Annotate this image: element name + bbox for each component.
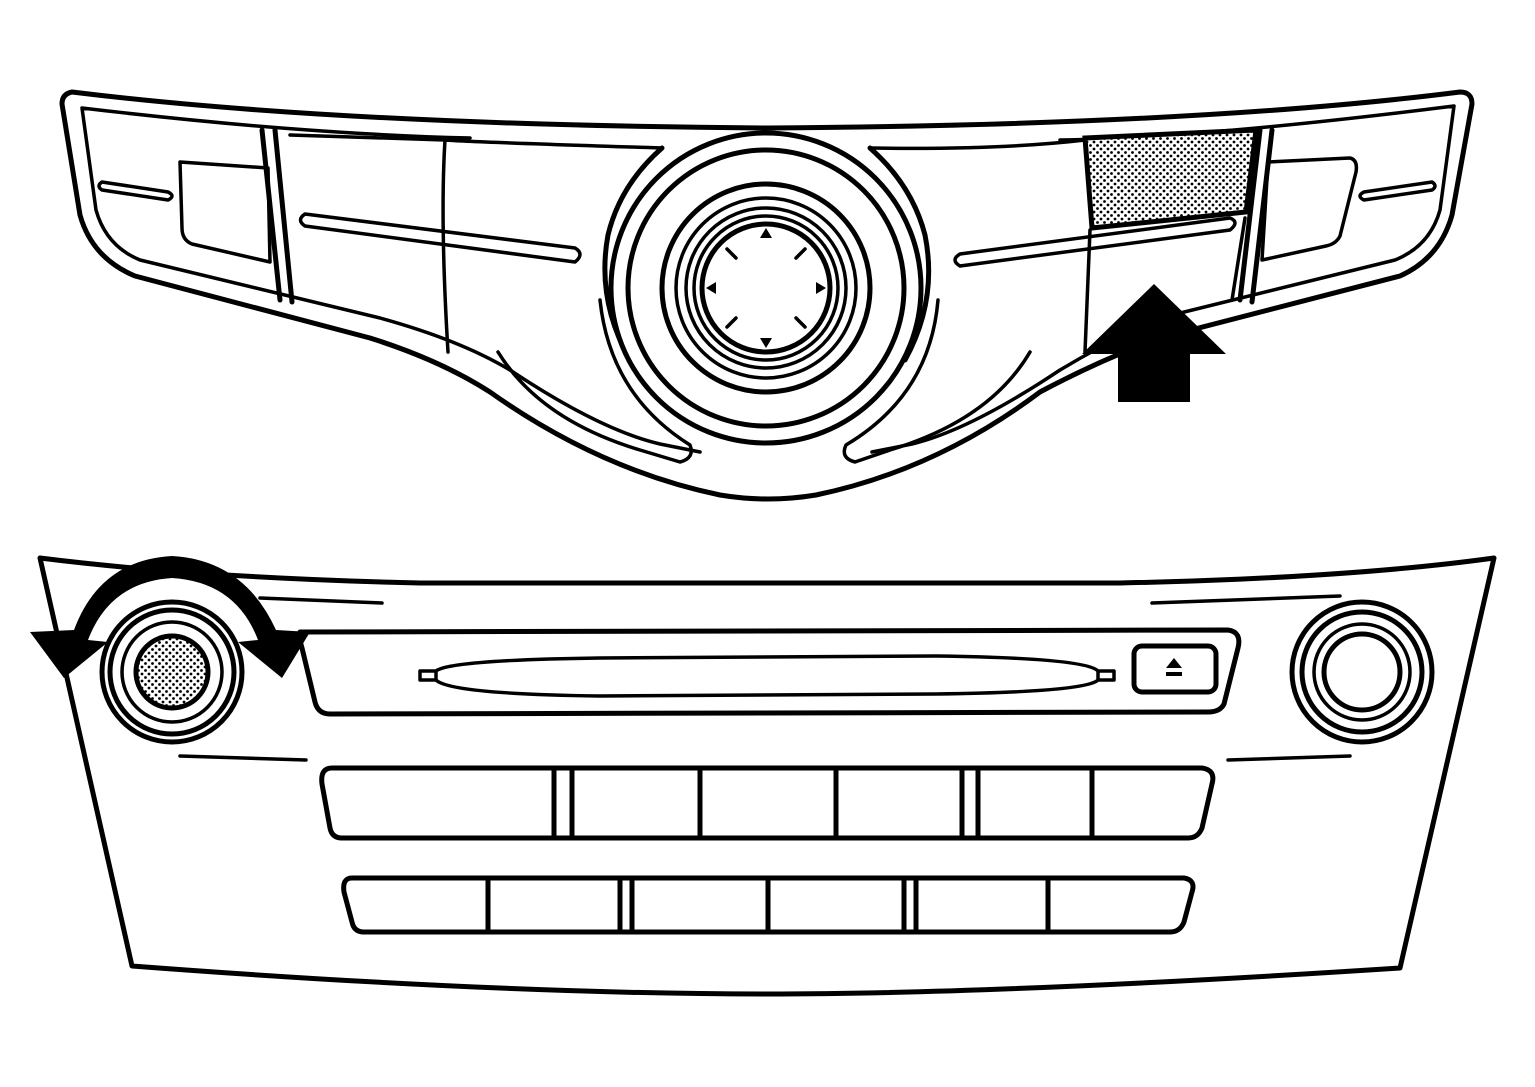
lower-top-accent-left	[258, 596, 384, 605]
dial-ring-4	[674, 196, 858, 380]
left-small-button	[178, 160, 272, 264]
upper-button-row-frame	[319, 765, 1216, 841]
dial-down-mark-icon	[760, 338, 772, 348]
lower-button-2[interactable]	[490, 880, 618, 930]
dial-ring-6	[692, 214, 840, 362]
right-lower-arc	[842, 298, 1032, 464]
dial-center-button[interactable]	[699, 221, 833, 355]
upper-control-panel	[59, 89, 1475, 502]
dial-ring-5	[684, 206, 848, 370]
upper-button-3[interactable]	[702, 770, 834, 836]
highlighted-upper-right-button[interactable]	[1082, 127, 1259, 231]
left-knob[interactable]	[99, 599, 245, 745]
lower-button-1[interactable]	[350, 880, 486, 930]
lower-mid-accent-left	[178, 754, 308, 762]
left-lower-arc	[496, 298, 693, 464]
lower-button-4[interactable]	[770, 880, 902, 930]
dial-ring-3	[659, 181, 873, 395]
right-divider	[1237, 127, 1275, 305]
lower-button-5[interactable]	[918, 880, 1046, 930]
upper-button-6[interactable]	[1094, 770, 1202, 836]
eject-button[interactable]	[1131, 643, 1219, 695]
rotate-arrow-icon	[30, 556, 310, 678]
lower-panel-outer-frame	[37, 555, 1497, 997]
dial-up-mark-icon	[760, 228, 772, 238]
lower-top-accent-right	[1150, 594, 1342, 605]
lower-button-3[interactable]	[634, 880, 766, 930]
lower-button-row-frame	[341, 875, 1196, 935]
dial-ring-2	[625, 147, 907, 429]
dial-left-mark-icon	[706, 282, 716, 294]
upper-button-1[interactable]	[334, 770, 552, 836]
up-arrow-icon	[1082, 284, 1226, 402]
center-dial[interactable]	[602, 130, 932, 446]
right-small-button	[1260, 156, 1359, 262]
left-long-slot	[298, 212, 582, 264]
right-vent-slot	[1358, 180, 1437, 202]
left-divider	[259, 127, 295, 305]
upper-button-4[interactable]	[838, 770, 960, 836]
dial-ring-1	[608, 130, 924, 446]
dial-right-mark-icon	[816, 282, 826, 294]
lower-mid-accent-right	[1226, 754, 1352, 762]
left-button-wide	[288, 133, 664, 354]
upper-button-row	[319, 765, 1216, 841]
left-knob-center-highlight[interactable]	[133, 633, 211, 711]
upper-button-5[interactable]	[980, 770, 1090, 836]
cd-slot[interactable]	[418, 654, 1116, 698]
lower-button-dividers	[485, 875, 1051, 935]
right-knob[interactable]	[1289, 599, 1435, 745]
lower-control-panel	[30, 555, 1497, 997]
upper-button-dividers	[551, 765, 1095, 841]
lower-button-row	[341, 875, 1196, 935]
left-vent-slot	[97, 180, 174, 202]
lower-button-6[interactable]	[1050, 880, 1186, 930]
right-long-slot	[953, 216, 1237, 268]
dial-diagonal-ticks	[725, 247, 807, 329]
upper-button-2[interactable]	[574, 770, 698, 836]
eject-icon	[1166, 658, 1182, 668]
upper-panel-outer-bezel	[59, 89, 1475, 502]
